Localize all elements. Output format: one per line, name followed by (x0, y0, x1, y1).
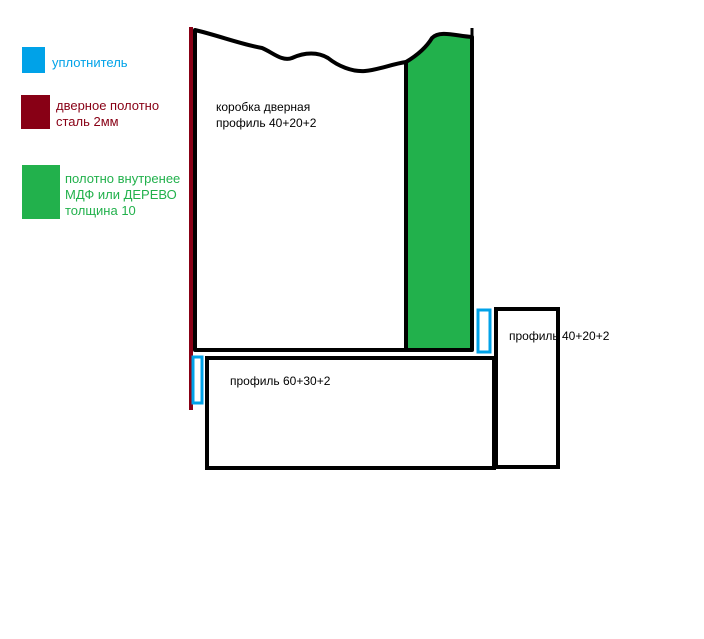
inner-panel-wood (404, 31, 474, 352)
legend-swatch-steel (21, 95, 50, 129)
legend-label-seal: уплотнитель (52, 55, 128, 70)
seal-right (476, 308, 492, 354)
legend-swatch-seal (22, 47, 45, 73)
seal-left (191, 355, 204, 405)
legend-label-steel: дверное полотно сталь 2мм (56, 98, 160, 129)
door-frame-box (193, 28, 408, 352)
label-profile-right: профиль 40+20+2 (509, 329, 610, 343)
label-door-frame: коробка дверная профиль 40+20+2 (216, 100, 317, 130)
label-profile-bottom: профиль 60+30+2 (230, 374, 331, 388)
legend-swatch-wood (22, 165, 60, 219)
legend-label-wood: полотно внутренее МДФ или ДЕРЕВО толщина… (65, 171, 181, 218)
profile-right-rect (494, 307, 560, 469)
